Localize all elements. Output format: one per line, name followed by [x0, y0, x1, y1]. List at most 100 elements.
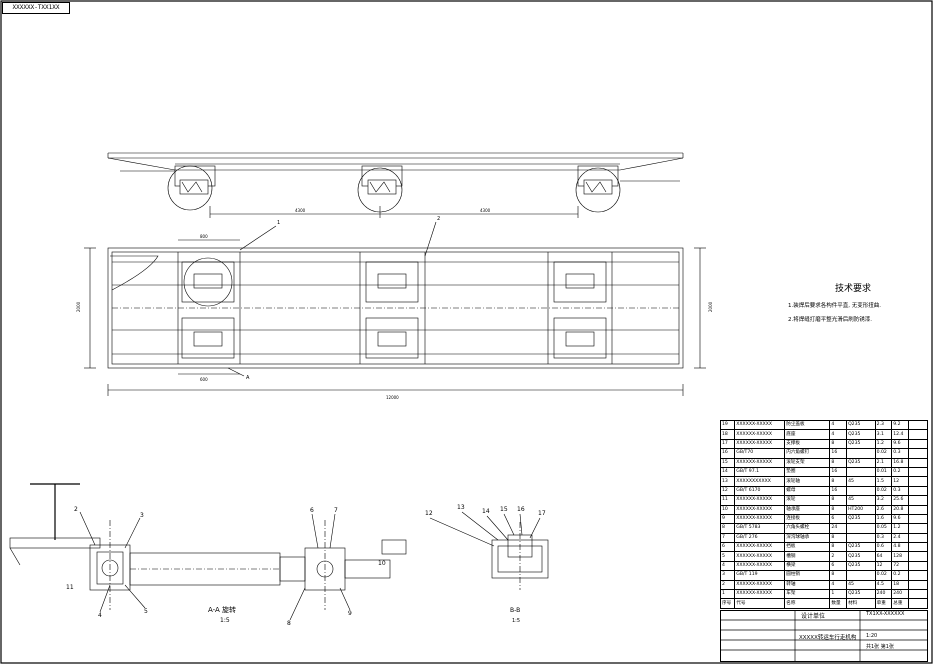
bom-cell: 8	[829, 438, 848, 450]
bom-cell: 连接板	[784, 513, 831, 525]
elevation-view	[107, 152, 684, 218]
bom-cell: 8	[829, 495, 848, 506]
bom-cell: 支撑板	[784, 438, 831, 450]
bom-cell: 8	[829, 504, 848, 515]
bom-header-cell: 单重	[874, 598, 893, 609]
bom-cell: Q235	[846, 551, 876, 562]
bom-cell: 1.6	[874, 513, 893, 525]
bom-cell: 9	[719, 513, 736, 525]
bom-cell: GB/T 5783	[734, 523, 786, 534]
bom-cell: 12	[719, 485, 736, 497]
marker-label: 12	[425, 510, 433, 517]
technical-requirements: 技术要求 1.装焊后要求各构件平直, 无变形扭曲. 2.将焊缝打磨平整光滑后刷防…	[788, 281, 918, 327]
bom-cell: 横梁	[784, 560, 831, 572]
bom-cell: 转轴	[784, 579, 831, 591]
section-a-title: A-A 旋转	[208, 605, 236, 614]
section-b-view	[429, 511, 549, 590]
bom-cell: 240	[874, 589, 893, 600]
drawing-code-tab: XXXXXX-TXX1XX	[2, 2, 70, 14]
bom-cell: 16.8	[891, 457, 909, 468]
bom-cell: 25.6	[891, 495, 909, 506]
bom-cell: GB/T 6170	[734, 485, 786, 497]
bom-cell	[907, 551, 929, 562]
bom-cell: XXXXXXXXXXX	[734, 476, 786, 487]
bom-cell: 10	[719, 504, 736, 515]
bom-cell	[907, 466, 929, 478]
bom-cell: 2.6	[874, 504, 893, 515]
bom-cell: 滚轮	[784, 495, 831, 506]
bom-cell: 0.2	[891, 570, 909, 581]
bom-cell: 3	[719, 570, 736, 581]
bom-cell	[846, 532, 876, 544]
section-a-view	[9, 483, 407, 621]
bom-cell: 12.4	[891, 429, 909, 440]
marker-label: 10	[378, 560, 386, 567]
bom-cell: 128	[891, 551, 909, 562]
dim-overall: 12000	[386, 395, 399, 400]
bom-cell: 4	[719, 560, 736, 572]
marker-label: 15	[500, 506, 508, 513]
leader-label-2: 2	[437, 216, 440, 222]
bom-cell: 1	[719, 589, 736, 600]
bom-cell: 0.2	[891, 466, 909, 478]
bom-cell	[907, 448, 929, 459]
bom-cell	[907, 523, 929, 534]
bom-cell: 3.2	[874, 495, 893, 506]
bom-cell: Q235	[846, 589, 876, 600]
bom-header-cell: 代号	[734, 598, 786, 609]
bom-cell	[846, 570, 876, 581]
marker-label: 7	[334, 507, 338, 514]
bom-cell: 0.3	[874, 532, 893, 544]
bom-cell: 4	[829, 579, 848, 591]
bom-cell: HT200	[846, 504, 876, 515]
bom-cell: 19	[719, 419, 736, 431]
bom-cell: 16	[829, 466, 848, 478]
bom-cell: 6	[829, 560, 848, 572]
technical-requirement-item: 1.装焊后要求各构件平直, 无变形扭曲.	[788, 303, 881, 309]
bom-cell	[907, 579, 929, 591]
bom-cell: Q235	[846, 429, 876, 440]
leader-label-3: A	[246, 375, 250, 381]
bom-cell: 8	[829, 532, 848, 544]
plan-view	[84, 221, 706, 396]
bom-cell	[846, 485, 876, 497]
bom-cell: 六角头螺栓	[784, 523, 831, 534]
bom-cell: 2	[719, 579, 736, 591]
title-block: 设计单位 TX1XX-XXXXXX XXXXX转运车行走机构 1:20 共1张 …	[720, 610, 928, 662]
bom-cell: XXXXXX-XXXXX	[734, 438, 786, 450]
bom-cell: 8	[719, 523, 736, 534]
bom-cell: Q235	[846, 513, 876, 525]
marker-label: 11	[66, 584, 74, 591]
bom-cell: XXXXXX-XXXXX	[734, 589, 786, 600]
bom-cell: 0.3	[891, 485, 909, 497]
bom-header-cell: 总重	[891, 598, 909, 609]
bom-cell: GB/T 97.1	[734, 466, 786, 478]
bom-cell	[907, 589, 929, 600]
bom-cell: XXXXXX-XXXXX	[734, 504, 786, 515]
technical-requirements-heading: 技术要求	[834, 284, 871, 294]
bom-cell: 车架	[784, 589, 831, 600]
bom-cell: 11	[719, 495, 736, 506]
bom-cell: 1.2	[891, 523, 909, 534]
bom-cell: 4.5	[874, 579, 893, 591]
section-a-scale: 1:5	[220, 617, 230, 624]
bom-cell	[846, 523, 876, 534]
bom-cell: 0.01	[874, 466, 893, 478]
bom-cell: 2.4	[891, 532, 909, 544]
technical-requirement-item: 2.将焊缝打磨平整光滑后刷防锈漆.	[788, 317, 872, 323]
marker-label: 6	[310, 507, 314, 514]
bom-cell: 1	[829, 589, 848, 600]
bom-cell: Q235	[846, 457, 876, 468]
bom-cell: 0.05	[874, 523, 893, 534]
